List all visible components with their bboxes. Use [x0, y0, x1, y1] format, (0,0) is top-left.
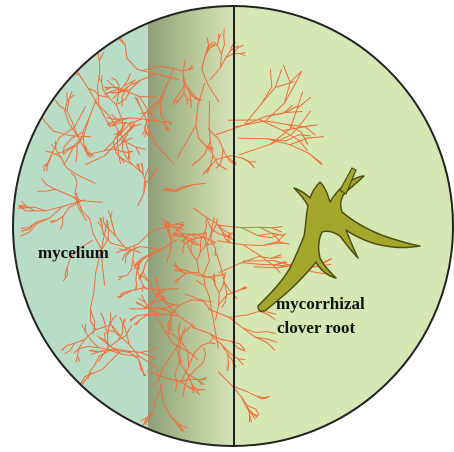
- hypha-segment: [99, 61, 100, 73]
- hypha-segment: [77, 388, 79, 398]
- hypha-segment: [69, 389, 77, 391]
- hypha-segment: [136, 278, 137, 284]
- hypha-segment: [70, 393, 72, 398]
- hypha-segment: [243, 245, 262, 246]
- hypha-segment: [37, 110, 40, 115]
- hypha-segment: [70, 390, 77, 398]
- root-label-line1: mycorrhizal: [276, 294, 365, 313]
- hypha-segment: [175, 271, 180, 272]
- hypha-segment: [119, 85, 120, 93]
- hypha-segment: [136, 285, 137, 290]
- hypha-segment: [201, 239, 202, 244]
- mycelium-label: mycelium: [38, 243, 109, 262]
- hypha-segment: [197, 389, 205, 390]
- hypha-segment: [21, 228, 29, 229]
- hypha-segment: [162, 308, 168, 309]
- hypha-segment: [76, 388, 78, 397]
- hypha-segment: [187, 241, 188, 247]
- hypha-segment: [205, 239, 206, 246]
- hypha-segment: [36, 110, 41, 115]
- hypha-segment: [72, 389, 77, 393]
- hypha-segment: [242, 227, 260, 228]
- hypha-segment: [64, 390, 69, 394]
- hypha-segment: [219, 293, 220, 305]
- hypha-segment: [260, 227, 272, 228]
- hypha-segment: [65, 390, 69, 395]
- root-label-line2: clover root: [277, 318, 356, 337]
- hypha-segment: [154, 308, 163, 309]
- hypha-segment: [102, 75, 103, 81]
- hypha-segment: [67, 397, 70, 400]
- hypha-segment: [125, 256, 126, 263]
- hypha-segment: [67, 93, 68, 101]
- hypha-segment: [65, 57, 72, 64]
- hypha-segment: [238, 138, 266, 139]
- mycelium-zone: [0, 0, 148, 452]
- hypha-segment: [183, 248, 184, 253]
- hypha-segment: [65, 398, 69, 405]
- hypha-segment: [222, 149, 223, 158]
- hypha-segment: [62, 65, 69, 71]
- hypha-segment: [144, 182, 145, 193]
- hypha-segment: [67, 390, 78, 395]
- hypha-segment: [139, 264, 140, 270]
- hypha-segment: [224, 29, 225, 36]
- hypha-segment: [169, 222, 170, 227]
- hypha-segment: [56, 141, 57, 149]
- hypha-segment: [228, 364, 229, 371]
- hypha-segment: [59, 395, 65, 396]
- hypha-segment: [59, 395, 66, 400]
- hypha-segment: [34, 113, 41, 115]
- hypha-segment: [60, 395, 65, 397]
- hypha-segment: [77, 397, 78, 405]
